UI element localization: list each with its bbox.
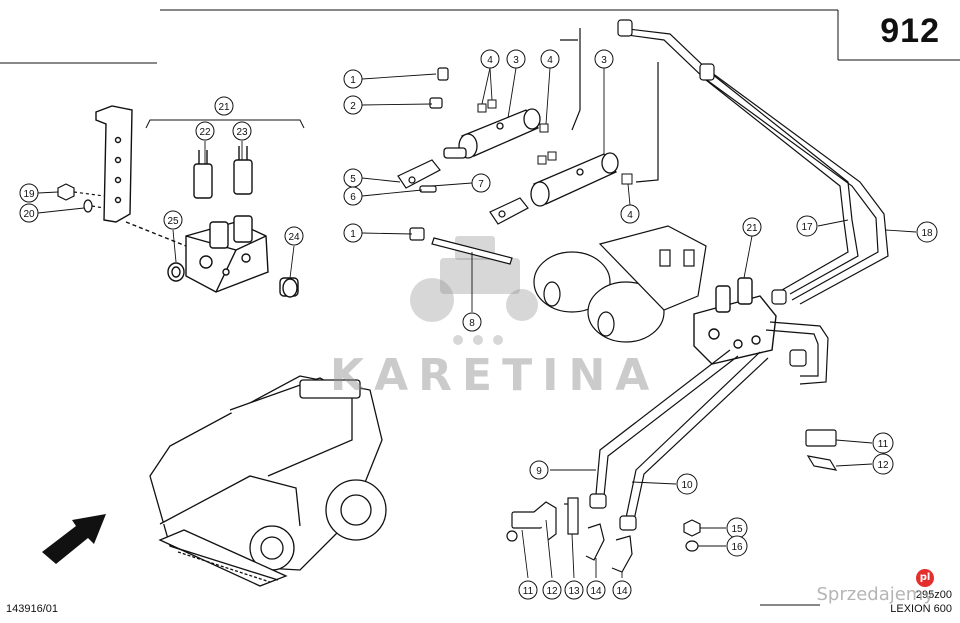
callout-circle bbox=[214, 96, 234, 116]
callout-12: 12 bbox=[877, 460, 889, 471]
model-name: LEXION 600 bbox=[890, 603, 952, 615]
callout-24: 24 bbox=[288, 232, 300, 243]
direction-arrow bbox=[42, 514, 106, 564]
brand-badge: pl bbox=[916, 569, 934, 587]
callout-circle bbox=[343, 223, 363, 243]
callout-circle bbox=[471, 173, 491, 193]
callout-4: 4 bbox=[547, 55, 553, 66]
callout-2: 2 bbox=[350, 101, 356, 112]
watermark-tractor bbox=[410, 236, 538, 345]
callout-25: 25 bbox=[167, 216, 179, 227]
callout-circle bbox=[480, 49, 500, 69]
watermark-text: KARETINA bbox=[330, 350, 660, 401]
callout-10: 10 bbox=[681, 480, 693, 491]
callout-circle bbox=[343, 69, 363, 89]
brand-watermark: Sprzedajemy bbox=[816, 584, 935, 605]
combine-harvester bbox=[149, 375, 387, 587]
callout-circle bbox=[195, 121, 215, 141]
callout-circle bbox=[284, 226, 304, 246]
callout-circle bbox=[726, 535, 748, 557]
callout-circle bbox=[872, 432, 894, 454]
callout-23: 23 bbox=[236, 127, 248, 138]
clevis-parts bbox=[397, 67, 529, 265]
valve-block-right bbox=[693, 277, 777, 365]
leader-lines bbox=[37, 67, 917, 579]
callout-3: 3 bbox=[601, 55, 607, 66]
bolt-washer bbox=[57, 183, 105, 213]
callout-circle bbox=[343, 186, 363, 206]
callout-11: 11 bbox=[878, 439, 889, 450]
callout-circle bbox=[540, 49, 560, 69]
callout-circle bbox=[19, 183, 39, 203]
valve-block-left bbox=[125, 146, 299, 298]
callout-8: 8 bbox=[469, 318, 475, 329]
cylinder-upper bbox=[443, 108, 541, 159]
callout-circle bbox=[529, 460, 549, 480]
callout-13: 13 bbox=[568, 586, 580, 597]
callout-4: 4 bbox=[487, 55, 493, 66]
callout-11: 11 bbox=[523, 586, 534, 597]
callout-circle bbox=[163, 210, 183, 230]
frame-lines bbox=[0, 9, 960, 606]
callout-circle bbox=[796, 215, 818, 237]
callout-circle bbox=[542, 580, 562, 600]
callout-16: 16 bbox=[731, 542, 743, 553]
cylinder-lower bbox=[530, 152, 619, 207]
callout-circle bbox=[676, 473, 698, 495]
callout-22: 22 bbox=[199, 127, 211, 138]
callout-14: 14 bbox=[616, 586, 628, 597]
callout-circle bbox=[594, 49, 614, 69]
callout-12: 12 bbox=[546, 586, 558, 597]
bottom-fittings bbox=[506, 429, 838, 573]
callout-15: 15 bbox=[731, 524, 743, 535]
callout-labels: 21 22 23 19 20 25 24 1 2 5 6 7 1 8 4 3 4… bbox=[23, 55, 933, 597]
callout-7: 7 bbox=[478, 179, 484, 190]
callout-circle bbox=[620, 204, 640, 224]
callout-circle bbox=[343, 95, 363, 115]
callout-6: 6 bbox=[350, 192, 356, 203]
callout-20: 20 bbox=[23, 209, 35, 220]
callout-circle bbox=[586, 580, 606, 600]
page-number: 912 bbox=[880, 12, 940, 50]
callout-circle bbox=[518, 580, 538, 600]
callout-21: 21 bbox=[218, 102, 230, 113]
callout-4: 4 bbox=[627, 210, 633, 221]
callout-circle bbox=[742, 217, 762, 237]
hydraulic-pipes bbox=[560, 27, 889, 521]
reference-code: 295z00 bbox=[915, 589, 952, 601]
callout-14: 14 bbox=[590, 586, 602, 597]
callout-9: 9 bbox=[536, 466, 542, 477]
mounting-bracket bbox=[95, 105, 133, 223]
callout-circle bbox=[462, 312, 482, 332]
callout-circle bbox=[506, 49, 526, 69]
callout-1: 1 bbox=[350, 75, 356, 86]
callout-circle bbox=[612, 580, 632, 600]
callout-circle bbox=[564, 580, 584, 600]
callout-circle bbox=[872, 453, 894, 475]
pipe-nuts bbox=[589, 19, 807, 531]
drawing-number: 143916/01 bbox=[6, 603, 58, 615]
callout-circles bbox=[19, 49, 938, 600]
callout-19: 19 bbox=[23, 189, 35, 200]
callout-circle bbox=[916, 221, 938, 243]
callout-1: 1 bbox=[350, 229, 356, 240]
callout-3: 3 bbox=[513, 55, 519, 66]
callout-21: 21 bbox=[746, 223, 758, 234]
callout-17: 17 bbox=[801, 222, 813, 233]
callout-circle bbox=[19, 203, 39, 223]
callout-circle bbox=[232, 121, 252, 141]
group-bracket bbox=[145, 119, 305, 129]
callout-18: 18 bbox=[921, 228, 933, 239]
callout-5: 5 bbox=[350, 174, 356, 185]
accumulator-spheres bbox=[533, 225, 707, 343]
